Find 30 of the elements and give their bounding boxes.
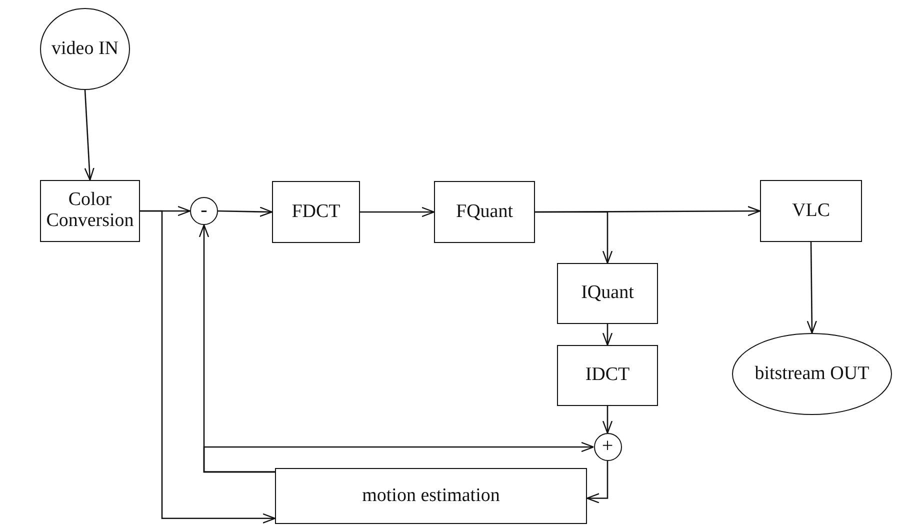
node-label: VLC [792,200,830,222]
arrow [602,406,613,434]
arrow [602,324,613,346]
arrow [84,90,94,181]
arrow [586,461,608,504]
process-box [40,180,140,242]
node-label: FQuant [456,202,513,222]
node-label: bitstream OUT [754,364,870,384]
process-box [434,181,535,243]
arrow [360,206,435,218]
arrow [806,242,817,334]
node-label: motion estimation [362,486,500,506]
node-label: + [602,435,614,457]
summing-junction [594,433,622,461]
arrow [218,206,273,217]
arrow [203,442,594,473]
summing-junction [190,197,218,225]
process-box [557,345,658,406]
node-label: - [200,199,208,221]
node-label: video IN [51,38,118,60]
node-label: IDCT [585,365,630,386]
node-label: FDCT [292,202,340,222]
process-box [275,468,587,524]
process-box [557,263,658,324]
arrow [535,211,613,264]
arrow [140,210,276,524]
process-box [760,180,862,242]
node-label: Color Conversion [45,190,135,232]
node-label: IQuant [581,283,634,304]
process-box [272,181,360,243]
